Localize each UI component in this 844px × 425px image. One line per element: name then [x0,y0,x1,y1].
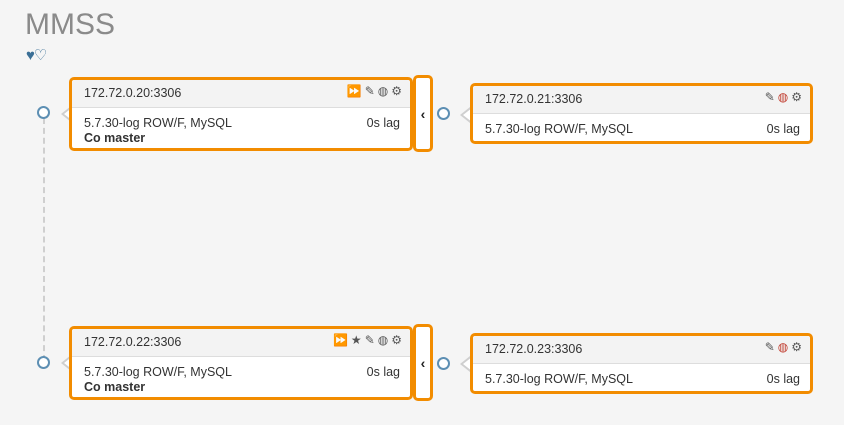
instance-header: 172.72.0.21:3306 ✎ ◍ ⚙ [473,86,810,114]
node-pointer-fill [463,357,472,371]
node-dot-1[interactable] [37,106,50,119]
instance-box[interactable]: 172.72.0.23:3306 ✎ ◍ ⚙ 5.7.30-log ROW/F,… [470,333,813,394]
globe-error-icon[interactable]: ◍ [777,90,789,104]
fast-forward-icon[interactable]: ⏩ [332,333,348,347]
instance-version: 5.7.30-log ROW/F, MySQL [485,122,633,136]
gear-icon[interactable]: ⚙ [791,340,802,354]
instance-box[interactable]: 172.72.0.20:3306 ⏩ ✎ ◍ ⚙ 5.7.30-log ROW/… [69,77,413,151]
instance-header: 172.72.0.20:3306 ⏩ ✎ ◍ ⚙ [72,80,410,108]
globe-error-icon[interactable]: ◍ [777,340,789,354]
node-pointer-fill [64,356,73,370]
instance-box[interactable]: 172.72.0.21:3306 ✎ ◍ ⚙ 5.7.30-log ROW/F,… [470,83,813,144]
instance-header: 172.72.0.23:3306 ✎ ◍ ⚙ [473,336,810,364]
instance-lag: 0s lag [766,372,800,386]
instance-icons: ✎ ◍ ⚙ [765,90,802,104]
instance-lag: 0s lag [366,365,400,379]
instance-host[interactable]: 172.72.0.21:3306 [485,92,583,106]
instance-body: 5.7.30-log ROW/F, MySQL 0s lag Co master [72,108,410,145]
pencil-icon[interactable]: ✎ [764,90,775,104]
node-dot-2[interactable] [437,107,450,120]
gear-icon[interactable]: ⚙ [391,333,402,347]
instance-host[interactable]: 172.72.0.23:3306 [485,342,583,356]
instance-lag: 0s lag [766,122,800,136]
instance-version: 5.7.30-log ROW/F, MySQL [84,116,232,130]
instance-box[interactable]: 172.72.0.22:3306 ⏩ ★ ✎ ◍ ⚙ 5.7.30-log RO… [69,326,413,400]
chevron-left-icon: ‹ [420,354,426,371]
instance-role: Co master [84,380,146,394]
instance-body: 5.7.30-log ROW/F, MySQL 0s lag [473,114,810,136]
pencil-icon[interactable]: ✎ [764,340,775,354]
chevron-left-icon: ‹ [420,105,426,122]
fast-forward-icon[interactable]: ⏩ [346,84,362,98]
instance-role: Co master [84,131,146,145]
topology-connector-line [43,118,45,361]
instance-header: 172.72.0.22:3306 ⏩ ★ ✎ ◍ ⚙ [72,329,410,357]
pencil-icon[interactable]: ✎ [364,333,375,347]
gear-icon[interactable]: ⚙ [791,90,802,104]
instance-icons: ✎ ◍ ⚙ [765,340,802,354]
gear-icon[interactable]: ⚙ [391,84,402,98]
pencil-icon[interactable]: ✎ [364,84,375,98]
instance-icons: ⏩ ✎ ◍ ⚙ [347,84,402,98]
instance-version: 5.7.30-log ROW/F, MySQL [485,372,633,386]
heart-outline-icon[interactable]: ♡ [33,47,47,64]
star-icon[interactable]: ★ [350,333,362,347]
node-pointer-fill [463,108,472,122]
instance-body: 5.7.30-log ROW/F, MySQL 0s lag [473,364,810,386]
instance-lag: 0s lag [366,116,400,130]
instance-icons: ⏩ ★ ✎ ◍ ⚙ [333,333,402,347]
node-dot-4[interactable] [437,357,450,370]
instance-version: 5.7.30-log ROW/F, MySQL [84,365,232,379]
instance-host[interactable]: 172.72.0.22:3306 [84,335,182,349]
node-dot-3[interactable] [37,356,50,369]
instance-host[interactable]: 172.72.0.20:3306 [84,86,182,100]
cluster-hearts: ♥♡ [26,47,47,64]
node-pointer-fill [64,107,73,121]
collapse-replicas-toggle[interactable]: ‹ [413,75,433,152]
collapse-replicas-toggle[interactable]: ‹ [413,324,433,401]
instance-body: 5.7.30-log ROW/F, MySQL 0s lag Co master [72,357,410,394]
globe-icon[interactable]: ◍ [377,333,389,347]
cluster-title: MMSS [25,8,115,41]
globe-icon[interactable]: ◍ [377,84,389,98]
heart-filled-icon[interactable]: ♥ [26,47,35,64]
